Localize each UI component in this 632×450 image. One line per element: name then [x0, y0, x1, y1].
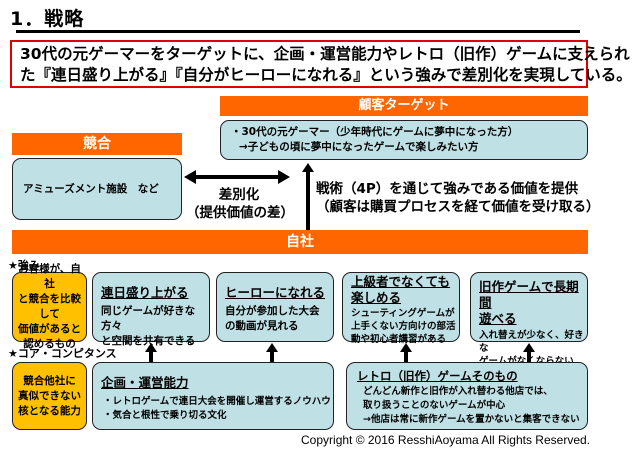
tactics-line-2: （顧客は購買プロセスを経て価値を受け取る）: [316, 199, 600, 215]
customer-line-1: ・30代の元ゲーマー（少年時代にゲームに夢中になった方）: [231, 126, 519, 138]
company-header: 自社: [12, 230, 588, 254]
core-body-line: →他店は常に新作ゲームを置かないと集客できない: [363, 414, 580, 425]
differentiation-label: 差別化 （提供価値の差）: [186, 186, 294, 222]
strength-body-line: 自分が参加した大会: [225, 305, 320, 317]
strength-body-line: 同じゲームが好きな方々: [101, 305, 196, 332]
strengths-definition-line: 認めるもの: [23, 338, 76, 350]
differentiation-line-2: （提供価値の差）: [186, 205, 294, 221]
core-definition-box: 競合他社に 真似できない 核となる能力: [12, 362, 87, 430]
arrow-up-stem: [149, 351, 153, 363]
copyright: Copyright © 2016 ResshiAoyama All Rights…: [301, 433, 590, 447]
strength-card: ヒーローになれる 自分が参加した大会 の動画が見れる: [216, 272, 334, 342]
core-definition-line: 競合他社に: [23, 374, 76, 387]
summary-line-2: た『連日盛り上がる』『自分がヒーローになれる』という強みで差別化を実現している。: [20, 66, 632, 84]
strength-title: ヒーローになれる: [225, 285, 326, 300]
strengths-definition-line: お客様が、自社: [18, 263, 81, 290]
core-definition-line: 核となる能力: [18, 404, 81, 417]
arrow-up-stem: [527, 351, 531, 363]
arrow-up-icon: [523, 343, 535, 352]
strength-title: 遊べる: [479, 311, 517, 326]
core-competence-label: ★コア・コンピタンス: [8, 347, 117, 360]
strengths-definition-box: お客様が、自社 と競合を比較して 価値があると 認めるもの: [12, 263, 87, 350]
double-arrow-icon: [184, 170, 290, 184]
arrow-up-stem: [404, 351, 408, 363]
differentiation-line-1: 差別化: [218, 187, 260, 203]
strength-body-line: ゲームがなくならない: [479, 355, 587, 368]
core-body-line: ・レトロゲームで連日大会を開催し運営するノウハウ: [103, 396, 331, 407]
arrow-up-stem: [270, 351, 274, 363]
core-card: レトロ（旧作）ゲームそのもの どんどん新作と旧作が入れ替わる他店では、 取り扱う…: [346, 362, 588, 430]
strength-title: 旧作ゲームで長期間: [479, 279, 579, 310]
strength-body-line: シューティングゲームが: [351, 308, 455, 319]
tactics-line-1: 戦術（4P）を通じて強みである価値を提供: [316, 181, 579, 197]
core-body-line: どんどん新作と旧作が入れ替わる他店では、: [363, 386, 553, 397]
strength-title: 上級者でなくても: [351, 274, 451, 289]
strength-card: 連日盛り上がる 同じゲームが好きな方々 と空間を共有できる: [92, 272, 210, 347]
strategy-summary: 30代の元ゲーマーをターゲットに、企画・運営能力やレトロ（旧作）ゲームに支えられ…: [10, 40, 632, 88]
strength-card: 上級者でなくても 楽しめる シューティングゲームが 上手くない方向けの部活 動や…: [342, 272, 460, 345]
arrow-up-icon: [145, 343, 157, 352]
strength-title: 連日盛り上がる: [101, 285, 189, 300]
tactics-arrow-stem: [306, 171, 310, 231]
customer-line-2: →子どもの頃に夢中になったゲームで楽しみたい方: [239, 141, 479, 153]
strength-title: 楽しめる: [351, 290, 402, 305]
core-title: 企画・運営能力: [101, 375, 189, 390]
competitor-box: アミューズメント施設 など: [12, 158, 182, 220]
strengths-definition-line: と競合を比較して: [18, 293, 81, 320]
strength-body-line: の動画が見れる: [225, 320, 299, 332]
arrow-up-icon: [400, 343, 412, 352]
summary-line-1: 30代の元ゲーマーをターゲットに、企画・運営能力やレトロ（旧作）ゲームに支えられ: [20, 45, 630, 63]
strength-card: 旧作ゲームで長期間 遊べる 入れ替えが少なく、好きな ゲームがなくならない: [470, 272, 588, 367]
tactics-arrow-icon: [302, 163, 314, 172]
title-divider: [16, 30, 580, 33]
strength-body-line: 動や初心者講習がある: [351, 334, 447, 345]
strengths-label: ★強み: [8, 259, 40, 272]
core-body-line: 取り扱うことのないゲームが中心: [363, 400, 506, 411]
customer-target-header: 顧客ターゲット: [220, 96, 588, 116]
strength-body-line: と空間を共有できる: [101, 335, 196, 347]
page-title: 1．戦略: [10, 8, 85, 30]
core-body-line: ・気合と根性で乗り切る文化: [103, 410, 227, 421]
strength-body-line: 上手くない方向けの部活: [351, 321, 456, 332]
strengths-definition-line: 価値があると: [18, 323, 81, 335]
customer-target-box: ・30代の元ゲーマー（少年時代にゲームに夢中になった方） →子どもの頃に夢中にな…: [220, 120, 588, 160]
core-card: 企画・運営能力 ・レトロゲームで連日大会を開催し運営するノウハウ ・気合と根性で…: [92, 362, 334, 430]
tactics-label: 戦術（4P）を通じて強みである価値を提供 （顧客は購買プロセスを経て価値を受け取…: [316, 180, 600, 216]
core-title: レトロ（旧作）ゲームそのもの: [357, 369, 518, 383]
strength-body-line: 入れ替えが少なく、好きな: [479, 330, 584, 354]
arrow-up-icon: [266, 343, 278, 352]
competitor-text: アミューズメント施設 など: [23, 183, 159, 195]
competitor-header: 競合: [12, 133, 182, 155]
core-definition-line: 真似できない: [18, 389, 81, 402]
